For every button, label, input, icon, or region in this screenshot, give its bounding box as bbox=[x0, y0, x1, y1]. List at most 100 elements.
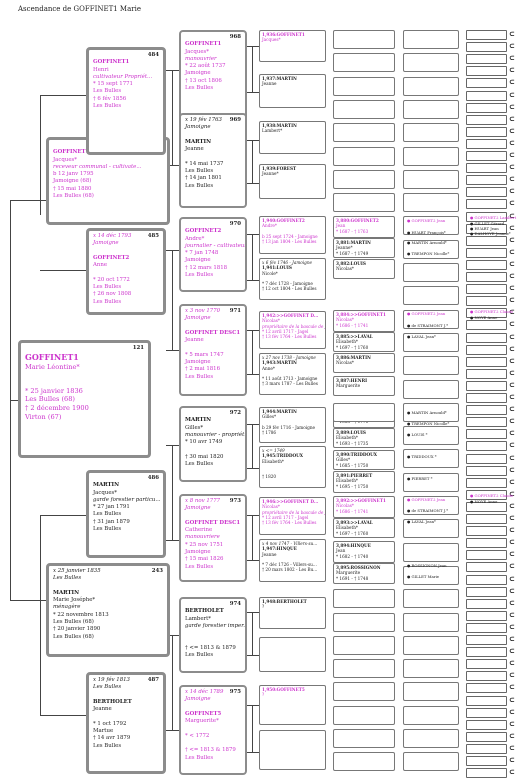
empty-ancestor-box[interactable] bbox=[466, 538, 507, 549]
empty-ancestor-box[interactable] bbox=[466, 489, 507, 500]
empty-ancestor-box[interactable] bbox=[466, 768, 507, 779]
empty-ancestor-box[interactable] bbox=[403, 216, 459, 236]
empty-ancestor-box[interactable] bbox=[333, 402, 395, 422]
empty-ancestor-box[interactable] bbox=[466, 223, 507, 234]
person-box[interactable]: 1,946:>>GOFFINET D...Nicolas*propriétair… bbox=[259, 497, 326, 535]
empty-ancestor-box[interactable] bbox=[403, 659, 459, 679]
empty-ancestor-box[interactable] bbox=[466, 695, 507, 706]
empty-ancestor-box[interactable] bbox=[333, 169, 395, 189]
ancestor-name[interactable]: ● LOUIS * bbox=[407, 432, 428, 437]
ancestor-name[interactable]: ● PIERRET * bbox=[407, 476, 433, 481]
empty-ancestor-box[interactable] bbox=[466, 731, 507, 742]
empty-ancestor-box[interactable] bbox=[403, 729, 459, 748]
empty-ancestor-box[interactable] bbox=[466, 344, 507, 355]
empty-ancestor-box[interactable] bbox=[403, 612, 459, 632]
empty-ancestor-box[interactable] bbox=[333, 659, 395, 679]
empty-ancestor-box[interactable] bbox=[466, 683, 507, 694]
person-box[interactable]: 1,950:GOFFINET5? bbox=[259, 685, 326, 725]
empty-ancestor-box[interactable] bbox=[403, 705, 459, 725]
empty-ancestor-box[interactable] bbox=[403, 426, 459, 446]
empty-ancestor-box[interactable] bbox=[403, 356, 459, 376]
empty-ancestor-box[interactable] bbox=[403, 496, 459, 515]
person-box[interactable] bbox=[259, 730, 326, 770]
empty-ancestor-box[interactable] bbox=[466, 296, 507, 307]
ancestor-name[interactable]: ● MARTIN Arnould* bbox=[407, 410, 447, 415]
empty-ancestor-box[interactable] bbox=[466, 78, 507, 89]
empty-ancestor-box[interactable] bbox=[466, 284, 507, 295]
empty-ancestor-box[interactable] bbox=[403, 682, 459, 702]
empty-ancestor-box[interactable] bbox=[333, 30, 395, 49]
person-box[interactable]: x 4 nov 1747 - Villers-su...1,947:HINQUE… bbox=[259, 539, 326, 582]
empty-ancestor-box[interactable] bbox=[466, 453, 507, 464]
ancestor-name[interactable]: ● NOYE Anne bbox=[470, 499, 497, 504]
empty-ancestor-box[interactable] bbox=[403, 332, 459, 352]
empty-ancestor-box[interactable] bbox=[466, 380, 507, 391]
empty-ancestor-box[interactable] bbox=[466, 501, 507, 512]
empty-ancestor-box[interactable] bbox=[403, 635, 459, 655]
empty-ancestor-box[interactable] bbox=[403, 286, 459, 306]
empty-ancestor-box[interactable] bbox=[466, 308, 507, 319]
empty-ancestor-box[interactable] bbox=[466, 743, 507, 754]
ancestor-name[interactable]: ● GOFFINET2 Jean bbox=[407, 218, 445, 223]
empty-ancestor-box[interactable] bbox=[333, 635, 395, 655]
empty-ancestor-box[interactable] bbox=[466, 235, 507, 246]
ancestor-name[interactable]: ● MARTIN Arnould* bbox=[407, 240, 447, 245]
ancestor-name[interactable]: ● HUART François* bbox=[407, 230, 446, 235]
empty-ancestor-box[interactable] bbox=[403, 53, 459, 73]
empty-ancestor-box[interactable] bbox=[466, 320, 507, 331]
empty-ancestor-box[interactable] bbox=[403, 309, 459, 329]
empty-ancestor-box[interactable] bbox=[466, 405, 507, 416]
empty-ancestor-box[interactable] bbox=[333, 682, 395, 702]
empty-ancestor-box[interactable] bbox=[333, 729, 395, 748]
empty-ancestor-box[interactable] bbox=[403, 472, 459, 492]
empty-ancestor-box[interactable] bbox=[466, 126, 507, 137]
empty-ancestor-box[interactable] bbox=[466, 163, 507, 174]
person-box[interactable] bbox=[259, 637, 326, 672]
empty-ancestor-box[interactable] bbox=[403, 519, 459, 539]
ancestor-name[interactable]: ● TREMPON Nicolle* bbox=[407, 251, 449, 256]
ancestor-name[interactable]: ● ROSSIGNON Jean bbox=[407, 563, 447, 568]
empty-ancestor-box[interactable] bbox=[403, 589, 459, 609]
empty-ancestor-box[interactable] bbox=[466, 247, 507, 258]
empty-ancestor-box[interactable] bbox=[466, 114, 507, 125]
ancestor-name[interactable]: ● HUART Jean bbox=[470, 226, 499, 231]
empty-ancestor-box[interactable] bbox=[466, 42, 507, 53]
empty-ancestor-box[interactable] bbox=[403, 565, 459, 585]
ancestor-name[interactable]: ● LAVAL Jean* bbox=[407, 519, 436, 524]
person-box[interactable]: 1,942:>>GOFFINET D...Nicolas*propriétair… bbox=[259, 311, 326, 349]
empty-ancestor-box[interactable] bbox=[466, 719, 507, 730]
empty-ancestor-box[interactable] bbox=[403, 542, 459, 562]
ancestor-name[interactable]: ● GILLET Gérard bbox=[470, 221, 504, 226]
ancestor-name[interactable]: ● GOFFINET2 Lambert bbox=[470, 215, 516, 220]
ancestor-name[interactable]: ● TRIDDOUX * bbox=[407, 454, 437, 459]
ancestor-name[interactable]: ● GILLET Marie bbox=[407, 574, 439, 579]
empty-ancestor-box[interactable] bbox=[466, 610, 507, 621]
empty-ancestor-box[interactable] bbox=[333, 705, 395, 725]
empty-ancestor-box[interactable] bbox=[466, 586, 507, 597]
empty-ancestor-box[interactable] bbox=[403, 239, 459, 259]
empty-ancestor-box[interactable] bbox=[403, 76, 459, 96]
ancestor-name[interactable]: ● GOFFINET2 Jean bbox=[407, 311, 445, 316]
empty-ancestor-box[interactable] bbox=[333, 146, 395, 166]
empty-ancestor-box[interactable] bbox=[466, 635, 507, 645]
empty-ancestor-box[interactable] bbox=[466, 102, 507, 113]
empty-ancestor-box[interactable] bbox=[466, 429, 507, 440]
